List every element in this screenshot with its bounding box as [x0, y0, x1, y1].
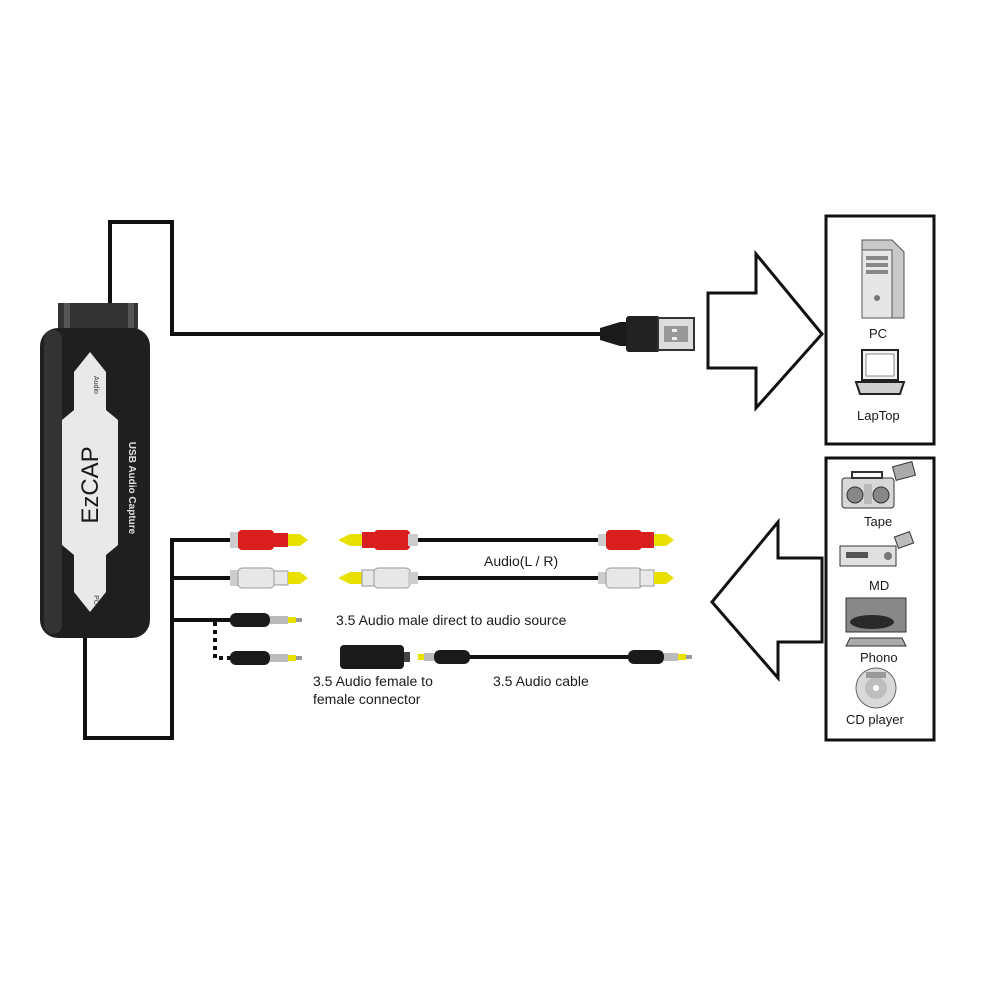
label-direct-cable: 3.5 Audio male direct to audio source	[336, 612, 567, 628]
label-audio-cable: 3.5 Audio cable	[493, 673, 589, 689]
arrow-to-pc	[706, 249, 824, 412]
phono-icon	[845, 597, 907, 647]
jack-plug-direct	[230, 613, 302, 627]
label-pc: PC	[869, 326, 887, 341]
rca-plug-white-harness	[230, 567, 308, 589]
audio-harness	[83, 538, 232, 740]
pc-icon	[861, 239, 905, 319]
jack-plug-adapter	[230, 651, 302, 665]
laptop-icon	[854, 349, 906, 395]
rca-cable-white	[338, 567, 674, 589]
label-rca-audio: Audio(L / R)	[484, 553, 558, 569]
label-female-line2: female connector	[313, 691, 421, 707]
device-product-label: USB Audio Capture	[126, 442, 137, 535]
tape-icon	[841, 461, 917, 509]
label-phono: Phono	[860, 650, 898, 665]
rca-cable-red	[338, 530, 674, 550]
device-audio-label: Audio	[92, 376, 99, 394]
device-pc-label: PC	[92, 595, 99, 605]
cd-player-icon	[855, 667, 897, 709]
md-icon	[839, 530, 915, 567]
label-tape: Tape	[864, 514, 892, 529]
label-laptop: LapTop	[857, 408, 900, 423]
label-female-line1: 3.5 Audio female to	[313, 673, 433, 689]
dashed-link	[213, 622, 232, 660]
usb-plug	[600, 316, 695, 352]
device-brand: EzCAP	[77, 446, 104, 523]
capture-device: EzCAP USB Audio Capture Audio PC	[40, 303, 150, 638]
label-md: MD	[869, 578, 889, 593]
label-cd-player: CD player	[846, 712, 904, 727]
rca-plug-red-harness	[230, 530, 308, 550]
audio-cable-35	[418, 650, 692, 664]
female-connector	[340, 645, 410, 669]
arrow-from-sources	[710, 517, 824, 683]
usb-cable	[108, 220, 605, 336]
